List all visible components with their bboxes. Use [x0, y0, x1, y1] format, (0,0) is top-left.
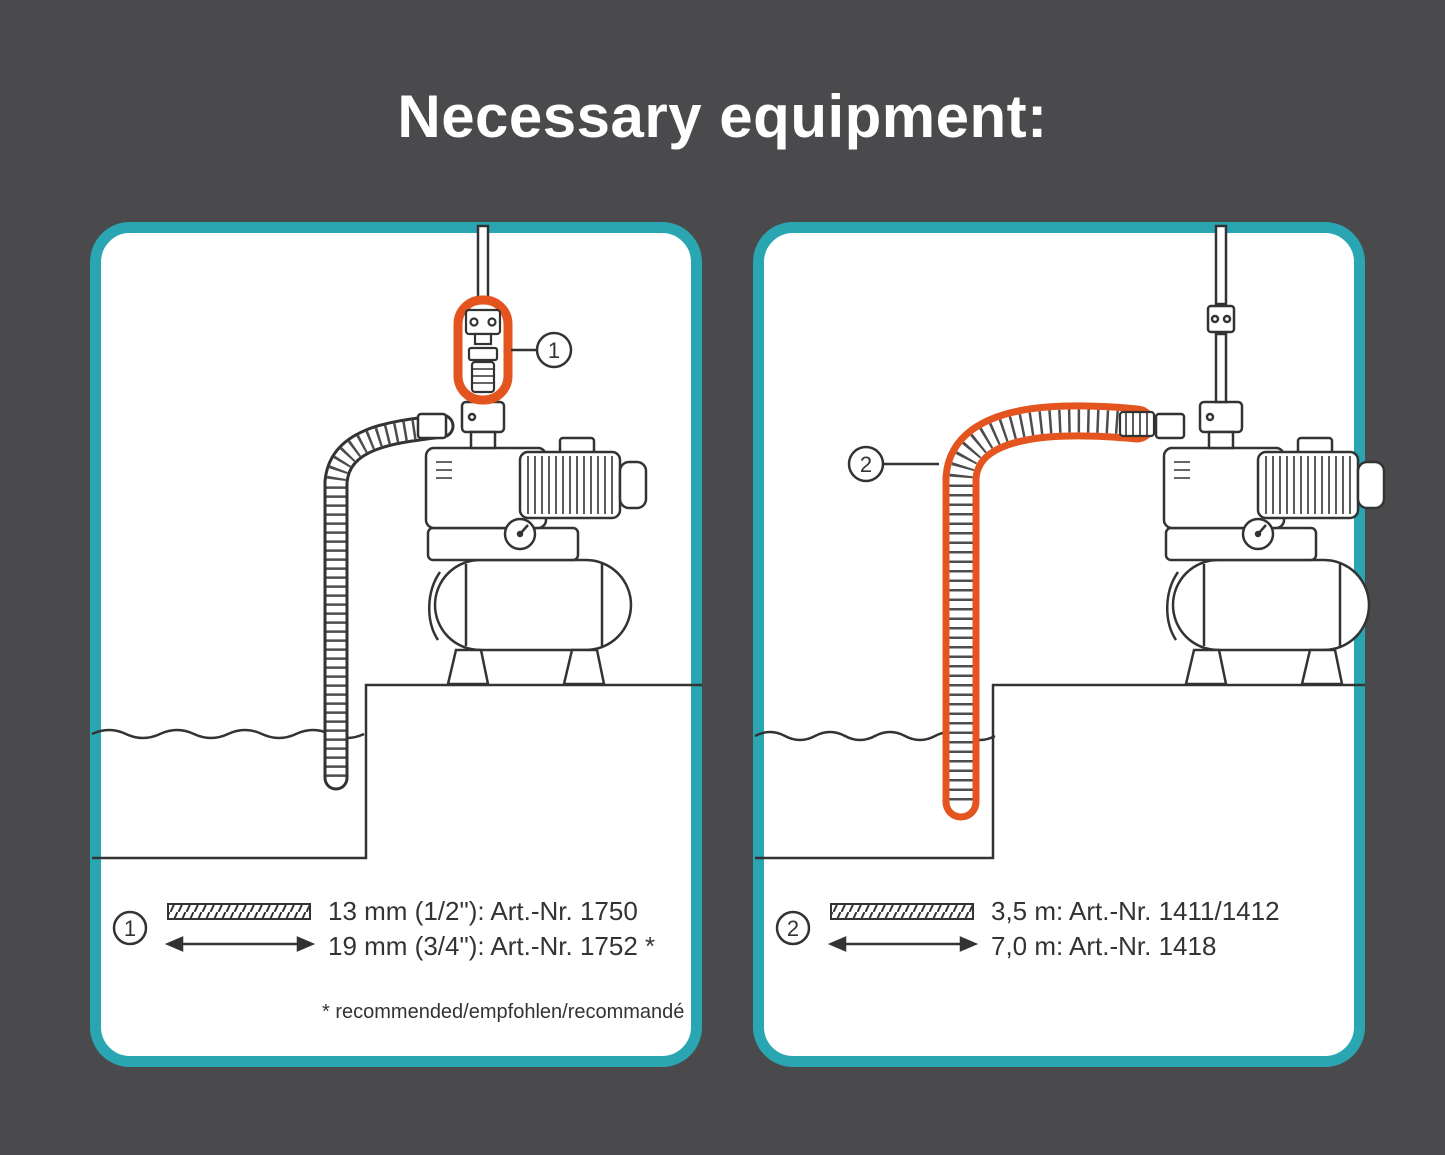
tank-handle: [428, 571, 442, 641]
connector-highlight: [453, 295, 513, 405]
motor-end-cap: [618, 460, 648, 510]
supply-pipe: [476, 224, 490, 300]
pipe-connector: [1206, 304, 1236, 334]
tank-handle: [1166, 571, 1180, 641]
callout-1: 1: [511, 331, 573, 369]
legend-number-badge: [112, 910, 148, 946]
legend-footnote: * recommended/empfohlen/recommandé: [322, 1001, 684, 1023]
legend-number-badge: [775, 910, 811, 946]
water-surface-line: [91, 728, 365, 740]
callout-circle: [847, 445, 885, 483]
pump-foot: [1184, 648, 1228, 686]
inlet-elbow: [1154, 412, 1186, 440]
inlet-elbow: [416, 412, 448, 440]
pump-foot: [562, 648, 606, 686]
pump-foot: [446, 648, 490, 686]
pump-base: [426, 526, 580, 562]
motor-fins: [527, 456, 613, 514]
panel-2-illustration: 2 2 3,5 m: Art.-Nr. 1411/1412 7,0 m: Art…: [754, 224, 1386, 961]
pump-illustration: [416, 400, 648, 686]
legend-number: 1: [124, 916, 136, 941]
water-basin: [91, 683, 702, 860]
legend-line-2: 19 mm (3/4"): Art.-Nr. 1752 *: [328, 931, 655, 961]
tap-connector-icon: [464, 308, 502, 394]
motor-end-cap: [1356, 460, 1386, 510]
pump-illustration: [1154, 400, 1386, 686]
suction-hose-highlight: [942, 402, 1156, 821]
valve-neck: [1207, 430, 1235, 450]
supply-pipe: [1206, 224, 1236, 404]
legend-line-2: 7,0 m: Art.-Nr. 1418: [991, 931, 1216, 961]
legend-number: 2: [787, 916, 799, 941]
equipment-panel-2: 2 2 3,5 m: Art.-Nr. 1411/1412 7,0 m: Art…: [753, 222, 1386, 1067]
callout-number: 2: [860, 452, 872, 477]
legend-line-1: 3,5 m: Art.-Nr. 1411/1412: [991, 896, 1280, 926]
dimension-arrow: [164, 936, 316, 952]
panel-1-illustration: 1 1 13 mm (1/2"): Art.-Nr. 1750 19 mm (3…: [91, 224, 702, 1023]
hose-fitting: [1118, 410, 1156, 438]
dimension-hatch-bar: [167, 903, 311, 920]
callout-circle: [535, 331, 573, 369]
water-basin: [754, 683, 1365, 860]
legend-line-1: 13 mm (1/2"): Art.-Nr. 1750: [328, 896, 638, 926]
motor-fins: [1265, 456, 1351, 514]
dimension-arrow: [827, 936, 979, 952]
valve-neck: [469, 430, 497, 450]
page-title: Necessary equipment:: [397, 83, 1048, 150]
callout-number: 1: [548, 338, 560, 363]
highlight-outline: [942, 402, 1156, 821]
equipment-panel-1: 1 1 13 mm (1/2"): Art.-Nr. 1750 19 mm (3…: [90, 222, 702, 1067]
legend-1: 1 13 mm (1/2"): Art.-Nr. 1750 19 mm (3/4…: [112, 896, 684, 1023]
callout-2: 2: [847, 445, 939, 483]
pump-foot: [1300, 648, 1344, 686]
legend-2: 2 3,5 m: Art.-Nr. 1411/1412 7,0 m: Art.-…: [775, 896, 1280, 961]
highlight-outline: [453, 295, 513, 405]
dimension-hatch-bar: [830, 903, 974, 920]
pump-base: [1164, 526, 1318, 562]
